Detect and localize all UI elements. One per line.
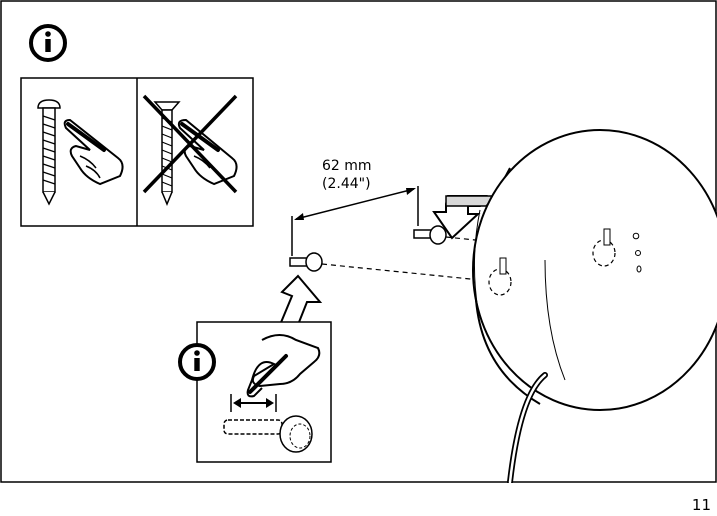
screw-depth-inset (180, 322, 331, 462)
dimension-metric: 62 mm (322, 157, 372, 175)
info-icon (31, 26, 65, 60)
wall-lamp (473, 130, 717, 410)
lamp-back-plate (473, 130, 717, 410)
screw-type-panel (21, 78, 253, 226)
info-icon (180, 345, 214, 379)
page-number: 11 (692, 496, 711, 514)
dimension-imperial: (2.44") (322, 175, 371, 193)
instruction-illustration (0, 0, 717, 483)
